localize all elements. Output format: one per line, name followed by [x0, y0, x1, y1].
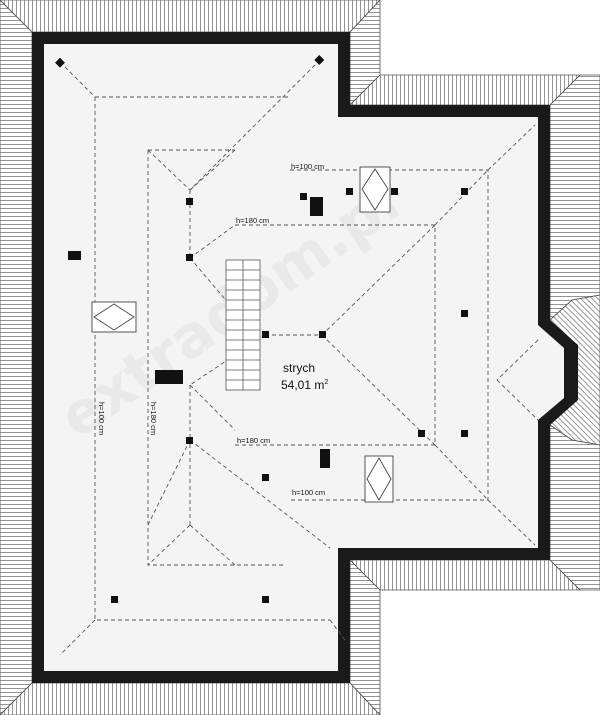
- height-label-top-outer: h=100 cm: [291, 162, 324, 171]
- post: [55, 57, 65, 68]
- post: [461, 430, 468, 437]
- post: [314, 55, 325, 65]
- chimney: [155, 370, 183, 384]
- height-label-left-inner: h=180 cm: [149, 402, 158, 435]
- chimney: [310, 197, 323, 216]
- room-label: strych 54,01 m2: [281, 361, 328, 392]
- room-area: 54,01 m2: [281, 378, 328, 392]
- attic-walls: [32, 32, 578, 683]
- chimney: [320, 449, 330, 468]
- staircase: [225, 259, 261, 391]
- post: [262, 474, 269, 481]
- stair-treads: [226, 260, 260, 390]
- post: [461, 188, 468, 195]
- height-label-left-outer: h=100 cm: [97, 402, 106, 435]
- post: [186, 254, 193, 261]
- post: [262, 596, 269, 603]
- height-labels: h=100 cm h=180 cm h=180 cm h=100 cm h=10…: [97, 162, 325, 497]
- post: [300, 193, 307, 200]
- post: [262, 331, 269, 338]
- roof-window-left: [91, 301, 137, 333]
- height-label-bottom-inner: h=180 cm: [237, 436, 270, 445]
- post: [319, 331, 326, 338]
- post: [391, 188, 398, 195]
- structural-posts: [55, 55, 468, 603]
- chimney: [68, 251, 81, 260]
- room-area-superscript: 2: [324, 379, 328, 386]
- post: [186, 198, 193, 205]
- roof-window-bottom: [364, 455, 394, 503]
- post: [418, 430, 425, 437]
- room-name: strych: [283, 361, 315, 375]
- height-label-top-inner: h=180 cm: [236, 216, 269, 225]
- post: [111, 596, 118, 603]
- post: [346, 188, 353, 195]
- attic-floor: [44, 44, 564, 671]
- post: [186, 437, 193, 444]
- height-label-bottom-outer: h=100 cm: [292, 488, 325, 497]
- post: [461, 310, 468, 317]
- roof-window-top: [359, 166, 391, 213]
